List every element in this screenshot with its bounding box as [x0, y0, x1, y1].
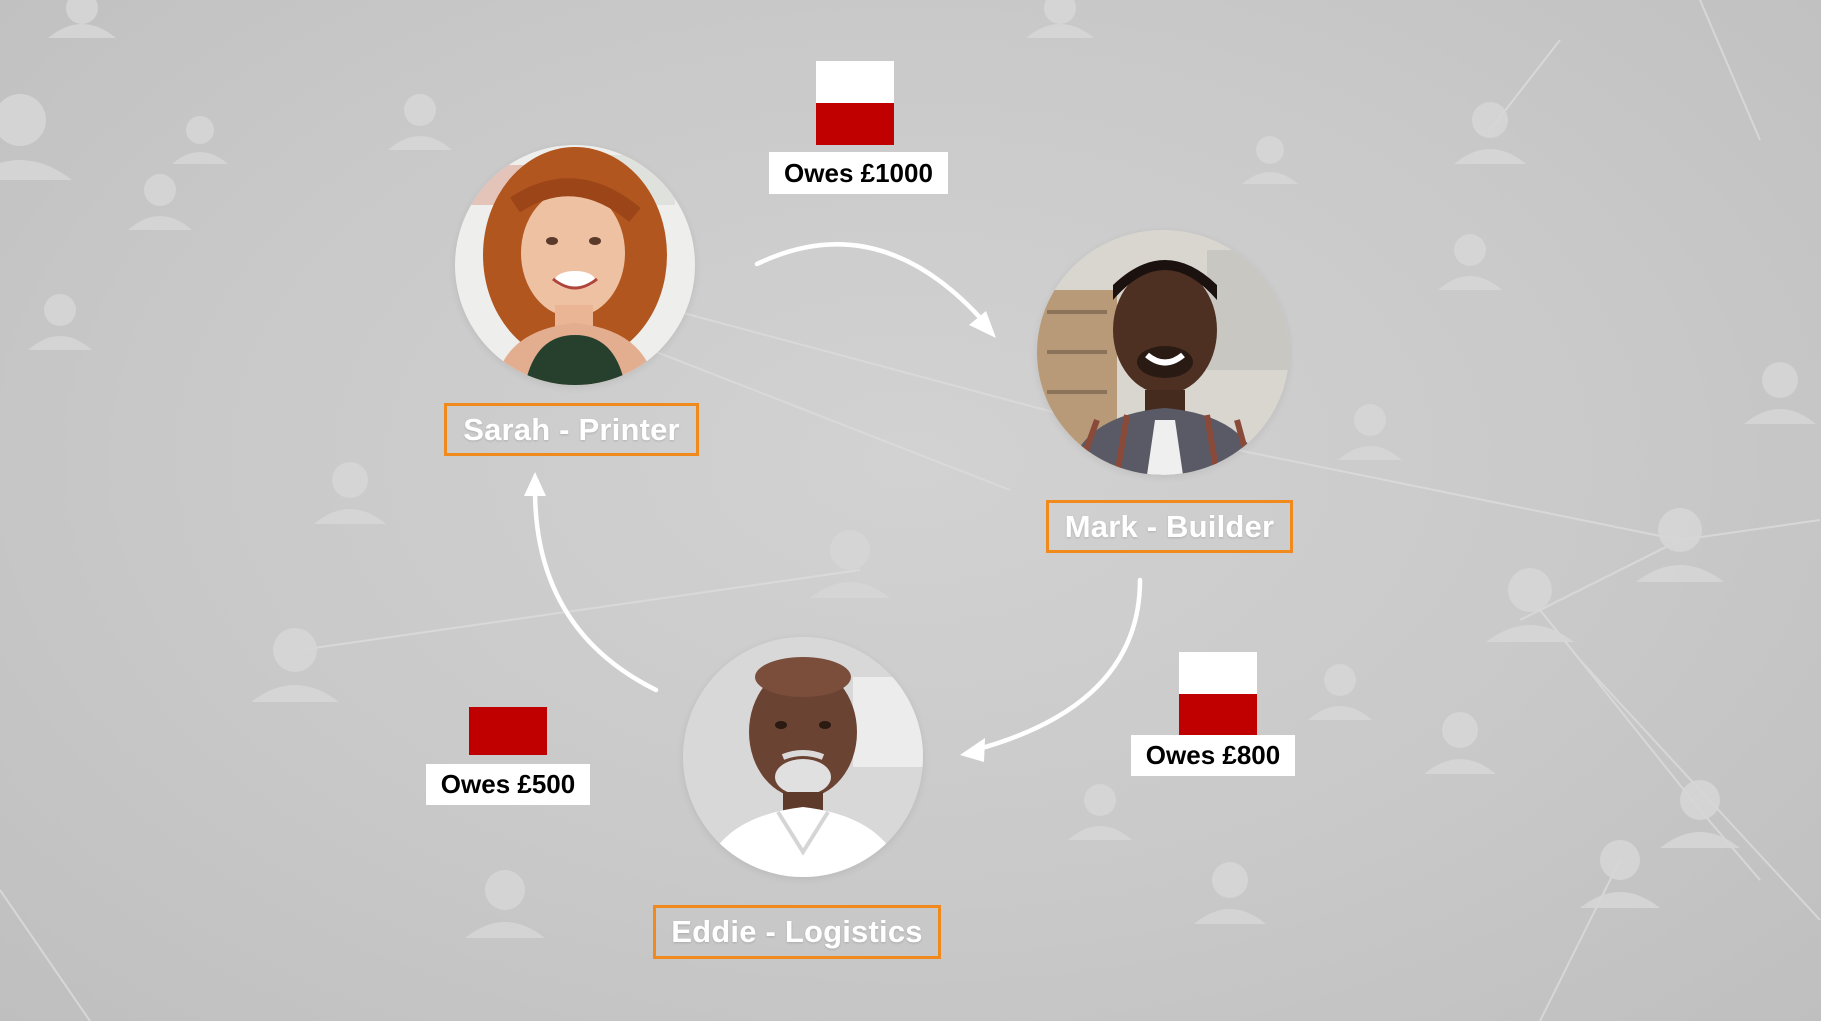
flag-owed-part	[816, 103, 894, 145]
arrowhead-eddie	[960, 738, 985, 762]
flag-owed-part	[469, 707, 547, 755]
owes-label-500: Owes £500	[426, 764, 590, 805]
owes-label-800: Owes £800	[1131, 735, 1295, 776]
flag-paid-part	[816, 61, 894, 103]
arrow-sarah-to-mark	[754, 242, 988, 326]
flag-paid-part	[1179, 652, 1257, 694]
flag-owed-part	[1179, 694, 1257, 736]
debt-progress-flag-1000	[816, 61, 894, 145]
debt-progress-flag-800	[1179, 652, 1257, 736]
arrowhead-sarah	[524, 472, 546, 496]
eddie-name-label: Eddie - Logistics	[653, 905, 941, 959]
mark-name-label: Mark - Builder	[1046, 500, 1293, 553]
sarah-name-label: Sarah - Printer	[444, 403, 699, 456]
mark-photo	[1037, 230, 1289, 475]
arrowhead-mark	[969, 311, 996, 338]
arrow-eddie-to-sarah	[532, 487, 659, 693]
eddie-photo	[683, 637, 923, 877]
sarah-photo	[455, 145, 695, 385]
debt-progress-flag-500	[469, 707, 547, 755]
arrow-mark-to-eddie	[972, 577, 1143, 753]
owes-label-1000: Owes £1000	[769, 152, 948, 194]
